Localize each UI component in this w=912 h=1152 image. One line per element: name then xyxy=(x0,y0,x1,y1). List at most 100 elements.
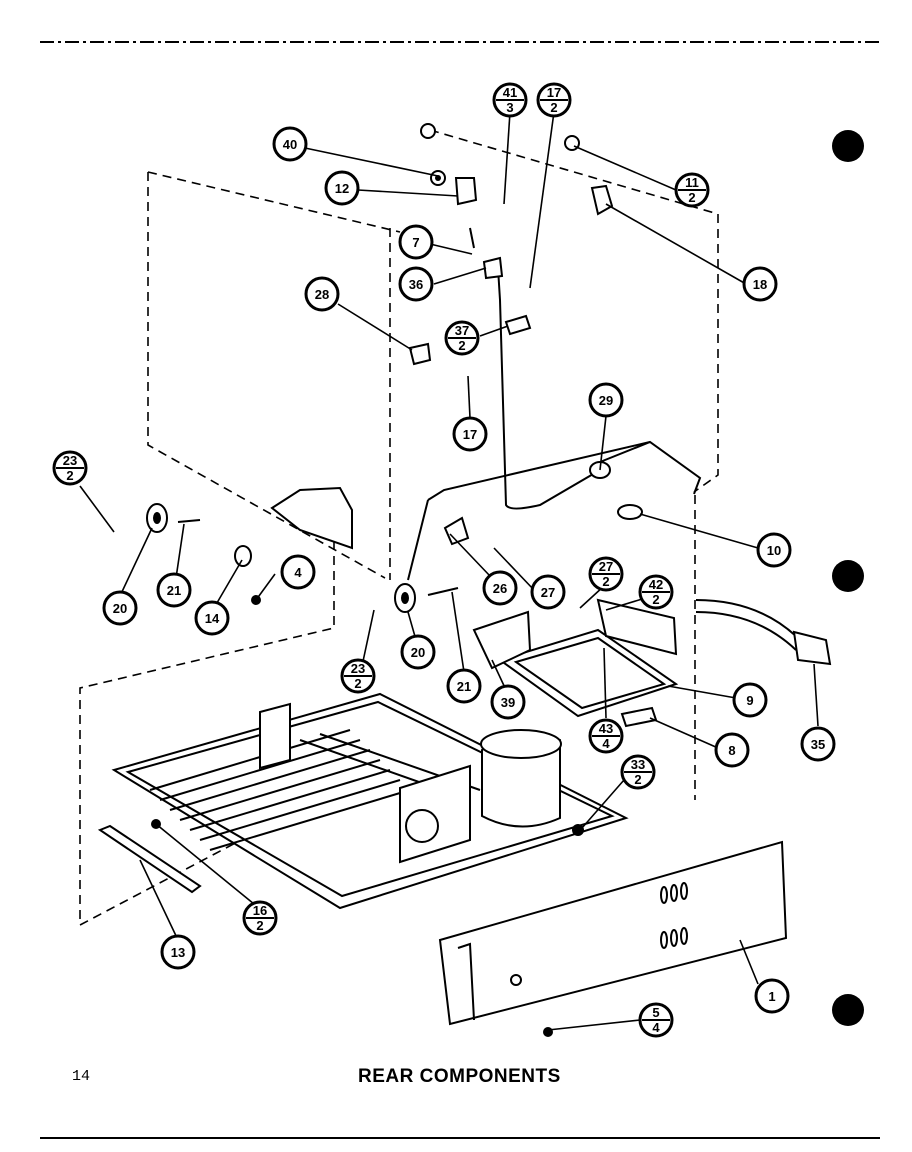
callout-42-qty-2: 422 xyxy=(638,574,674,610)
callout-part-number: 11 xyxy=(685,175,699,190)
cabinet-phantom-outline xyxy=(79,129,719,927)
callout-4: 4 xyxy=(280,554,316,590)
callout-part-number: 1 xyxy=(768,989,775,1004)
callout-part-number: 29 xyxy=(599,393,613,408)
callout-quantity: 2 xyxy=(354,676,361,691)
callout-part-number: 40 xyxy=(283,137,297,152)
callout-circle xyxy=(160,934,196,970)
callout-13: 13 xyxy=(160,934,196,970)
callout-11-qty-2: 112 xyxy=(674,172,710,208)
callout-quantity: 2 xyxy=(634,772,641,787)
callout-part-number: 23 xyxy=(351,661,365,676)
callout-41-qty-3: 413 xyxy=(492,82,528,118)
callout-16-qty-2: 162 xyxy=(242,900,278,936)
callout-quantity: 2 xyxy=(688,190,695,205)
drain-pan xyxy=(472,598,679,728)
callout-part-number: 7 xyxy=(412,235,419,250)
callout-circle xyxy=(400,634,436,670)
callout-quantity: 4 xyxy=(602,736,610,751)
callout-39: 39 xyxy=(490,684,526,720)
callout-10: 10 xyxy=(756,532,792,568)
callout-circle xyxy=(272,126,308,162)
callout-circle xyxy=(304,276,340,312)
callout-36: 36 xyxy=(398,266,434,302)
callout-27: 27 xyxy=(530,574,566,610)
callout-quantity: 2 xyxy=(550,100,557,115)
callout-part-number: 21 xyxy=(167,583,181,598)
callout-circle xyxy=(490,684,526,720)
callout-part-number: 17 xyxy=(463,427,477,442)
punch-hole-middle xyxy=(832,560,864,592)
callout-part-number: 28 xyxy=(315,287,329,302)
callout-part-number: 17 xyxy=(547,85,561,100)
callout-part-number: 20 xyxy=(411,645,425,660)
callout-part-number: 5 xyxy=(652,1005,659,1020)
callout-circle xyxy=(800,726,836,762)
rear-access-panel xyxy=(438,840,788,1037)
callout-23-qty-2: 232 xyxy=(340,658,376,694)
callout-circle xyxy=(756,532,792,568)
callout-17-qty-2: 172 xyxy=(536,82,572,118)
callout-quantity: 3 xyxy=(506,100,513,115)
callout-20: 20 xyxy=(400,634,436,670)
callout-part-number: 16 xyxy=(253,903,267,918)
callout-29: 29 xyxy=(588,382,624,418)
callout-7: 7 xyxy=(398,224,434,260)
callout-part-number: 4 xyxy=(294,565,302,580)
callout-circle xyxy=(530,574,566,610)
upper-small-parts xyxy=(408,123,643,546)
rear-panel-upper xyxy=(407,440,702,581)
callout-21: 21 xyxy=(446,668,482,704)
callout-28: 28 xyxy=(304,276,340,312)
callout-circle xyxy=(280,554,316,590)
base-pan-condenser xyxy=(111,692,629,910)
callout-circle xyxy=(742,266,778,302)
callout-part-number: 41 xyxy=(503,85,517,100)
callout-circle xyxy=(324,170,360,206)
left-roller-assembly xyxy=(146,486,459,613)
callout-part-number: 21 xyxy=(457,679,471,694)
callout-33-qty-2: 332 xyxy=(620,754,656,790)
callout-circle xyxy=(102,590,138,626)
callout-part-number: 23 xyxy=(63,453,77,468)
callout-40: 40 xyxy=(272,126,308,162)
callout-part-number: 14 xyxy=(205,611,220,626)
callout-part-number: 8 xyxy=(728,743,735,758)
callout-circle xyxy=(194,600,230,636)
callout-37-qty-2: 372 xyxy=(444,320,480,356)
callout-part-number: 39 xyxy=(501,695,515,710)
callout-part-number: 26 xyxy=(493,581,507,596)
base-bracket xyxy=(97,824,202,894)
callout-part-number: 18 xyxy=(753,277,767,292)
page-number: 14 xyxy=(72,1068,91,1085)
callout-circle xyxy=(588,382,624,418)
callout-part-number: 9 xyxy=(746,693,753,708)
callout-14: 14 xyxy=(194,600,230,636)
callout-part-number: 10 xyxy=(767,543,781,558)
leader-lines xyxy=(79,111,819,1031)
callout-43-qty-4: 434 xyxy=(588,718,624,754)
callout-8: 8 xyxy=(714,732,750,768)
callout-part-number: 36 xyxy=(409,277,423,292)
capillary-tube xyxy=(497,267,601,510)
callout-part-number: 42 xyxy=(649,577,663,592)
callout-21: 21 xyxy=(156,572,192,608)
callout-12: 12 xyxy=(324,170,360,206)
callout-26: 26 xyxy=(482,570,518,606)
callout-27-qty-2: 272 xyxy=(588,556,624,592)
punch-hole-top xyxy=(832,130,864,162)
callout-quantity: 2 xyxy=(66,468,73,483)
callout-circle xyxy=(398,224,434,260)
callout-circle xyxy=(754,978,790,1014)
callout-part-number: 33 xyxy=(631,757,645,772)
callout-20: 20 xyxy=(102,590,138,626)
callout-quantity: 2 xyxy=(652,592,659,607)
callout-18: 18 xyxy=(742,266,778,302)
callout-part-number: 43 xyxy=(599,721,613,736)
callout-circle xyxy=(156,572,192,608)
power-cord xyxy=(695,599,832,666)
callout-circle xyxy=(732,682,768,718)
callout-23-qty-2: 232 xyxy=(52,450,88,486)
